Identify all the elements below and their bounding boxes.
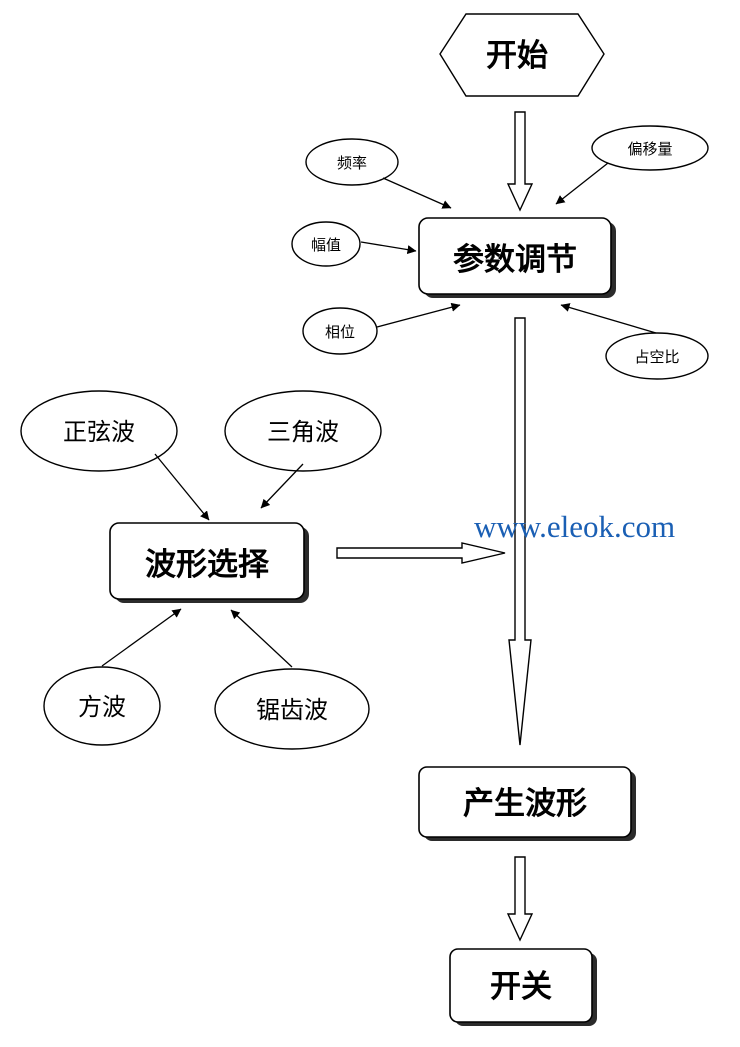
arrow-generate-to-switch (506, 856, 534, 942)
param-duty-label: 占空比 (634, 348, 679, 366)
switch-node: 开关 (449, 948, 597, 1026)
arrow-sine-to-select (154, 453, 210, 521)
wave-sawtooth-node: 锯齿波 (214, 668, 370, 750)
arrow-select-to-flow (336, 542, 506, 564)
wave-select-label: 波形选择 (145, 547, 270, 583)
arrow-triangle-to-select (260, 463, 304, 509)
generate-label: 产生波形 (463, 786, 587, 822)
arrow-offset-to-param (555, 162, 609, 205)
arrow-start-to-param (506, 111, 534, 212)
wave-square-node: 方波 (43, 666, 161, 746)
start-label: 开始 (486, 38, 548, 74)
arrow-frequency-to-param (382, 177, 452, 209)
generate-node: 产生波形 (418, 766, 636, 841)
arrow-sawtooth-to-select (230, 609, 293, 668)
start-node: 开始 (439, 13, 605, 97)
arrow-phase-to-param (376, 302, 461, 328)
param-offset-node: 偏移量 (591, 125, 709, 171)
param-frequency-node: 频率 (305, 138, 399, 186)
param-label: 参数调节 (453, 242, 577, 278)
wave-select-node: 波形选择 (109, 522, 309, 603)
wave-sine-node: 正弦波 (20, 390, 178, 472)
wave-square-label: 方波 (78, 693, 126, 721)
param-node: 参数调节 (418, 217, 616, 298)
param-amplitude-label: 幅值 (311, 236, 341, 254)
param-phase-label: 相位 (325, 323, 355, 341)
param-amplitude-node: 幅值 (291, 221, 361, 267)
switch-label: 开关 (490, 969, 552, 1005)
wave-sine-label: 正弦波 (63, 418, 135, 446)
wave-triangle-label: 三角波 (267, 418, 339, 446)
arrow-amplitude-to-param (360, 241, 417, 255)
param-offset-label: 偏移量 (627, 140, 672, 158)
param-frequency-label: 频率 (337, 154, 367, 172)
arrow-param-to-generate (508, 317, 532, 746)
arrow-duty-to-param (560, 303, 657, 334)
arrow-square-to-select (101, 608, 182, 667)
wave-triangle-node: 三角波 (224, 390, 382, 472)
param-duty-node: 占空比 (605, 332, 709, 380)
wave-sawtooth-label: 锯齿波 (256, 696, 328, 724)
watermark-text: www.eleok.com (474, 509, 675, 544)
param-phase-node: 相位 (302, 307, 378, 355)
